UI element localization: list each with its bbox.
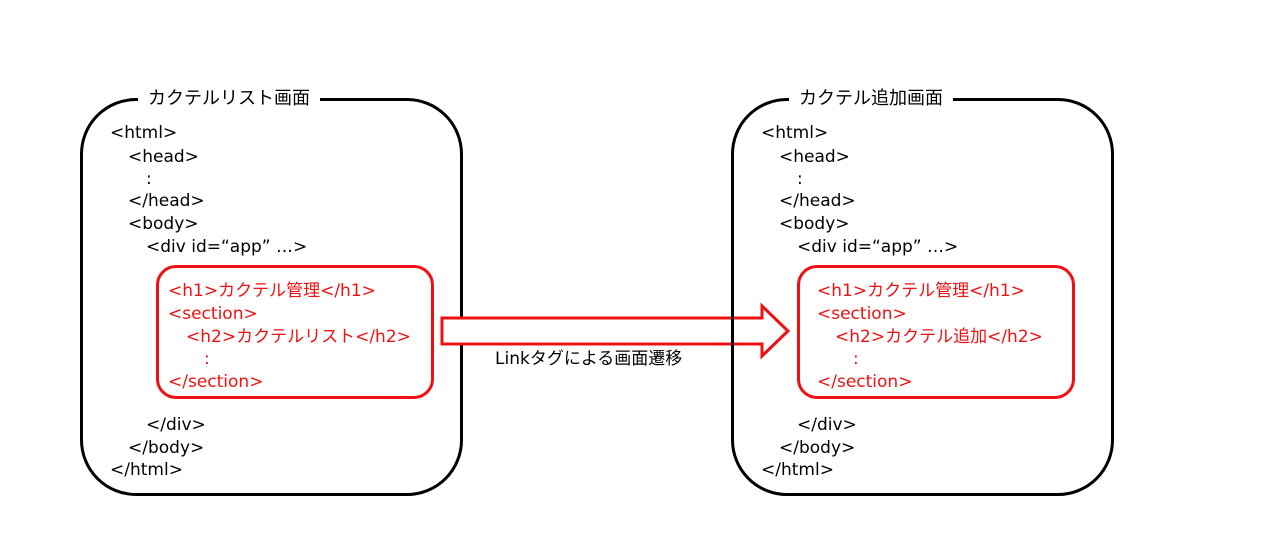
code-section-open: <section> — [817, 304, 907, 324]
code-h1: <h1>カクテル管理</h1> — [168, 281, 376, 301]
code-h2: <h2>カクテルリスト</h2> — [186, 327, 411, 347]
code-section-ellipsis: : — [204, 349, 210, 369]
panel-title: カクテル追加画面 — [789, 87, 953, 111]
code-head-close: </head> — [779, 191, 856, 211]
code-div-open: <div id=“app” …> — [797, 237, 959, 257]
code-body-close: </body> — [779, 438, 856, 458]
code-html-open: <html> — [110, 123, 178, 143]
code-html-close: </html> — [110, 460, 183, 480]
code-head-ellipsis: : — [146, 169, 152, 189]
cocktail-add-screen-panel: カクテル追加画面 <html> <head> : </head> <body> … — [731, 87, 1114, 496]
highlight-box — [797, 265, 1075, 399]
code-h2: <h2>カクテル追加</h2> — [835, 327, 1043, 347]
code-section-close: </section> — [817, 372, 913, 392]
code-section-ellipsis: : — [853, 349, 859, 369]
code-section-close: </section> — [168, 372, 264, 392]
code-div-close: </div> — [797, 415, 857, 435]
highlight-box — [156, 265, 434, 399]
right-arrow-icon — [440, 302, 791, 360]
code-h1: <h1>カクテル管理</h1> — [817, 281, 1025, 301]
code-section-open: <section> — [168, 304, 258, 324]
panel-title: カクテルリスト画面 — [138, 87, 320, 111]
code-head-open: <head> — [128, 147, 199, 167]
transition-label: Linkタグによる画面遷移 — [495, 349, 683, 369]
code-body-close: </body> — [128, 438, 205, 458]
code-html-open: <html> — [761, 123, 829, 143]
code-head-open: <head> — [779, 147, 850, 167]
cocktail-list-screen-panel: カクテルリスト画面 <html> <head> : </head> <body>… — [80, 87, 463, 496]
code-div-close: </div> — [146, 415, 206, 435]
code-html-close: </html> — [761, 460, 834, 480]
code-body-open: <body> — [779, 214, 850, 234]
code-head-ellipsis: : — [797, 169, 803, 189]
code-body-open: <body> — [128, 214, 199, 234]
code-div-open: <div id=“app” …> — [146, 237, 308, 257]
code-head-close: </head> — [128, 191, 205, 211]
